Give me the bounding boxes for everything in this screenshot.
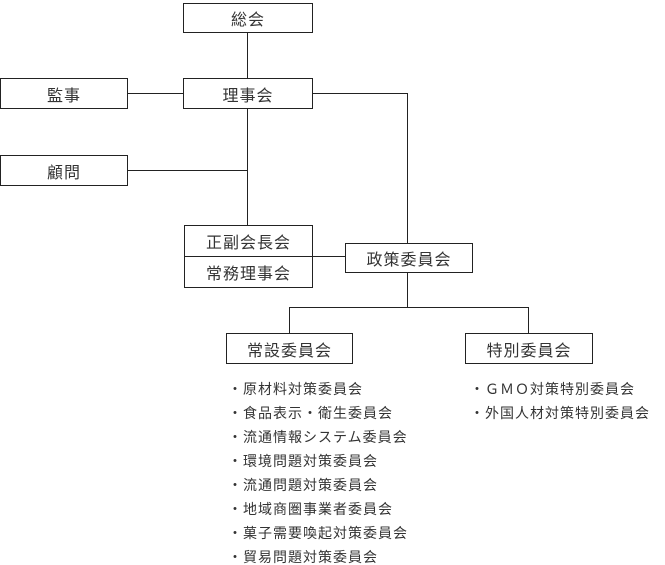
node-executive-directors-meeting: 常務理事会 [205, 266, 291, 283]
node-policy-committee: 政策委員会 [345, 243, 473, 273]
connector-advisors [128, 170, 248, 171]
list-item: ・食品表示・衛生委員会 [228, 405, 393, 421]
bullet: ・ [228, 429, 243, 445]
connector-general-meeting-to-board [247, 33, 248, 78]
connector-board-to-policy-horizontal [313, 93, 408, 94]
list-item: ・環境問題対策委員会 [228, 453, 378, 469]
bullet: ・ [228, 381, 243, 397]
list-item: ・原材料対策委員会 [228, 381, 363, 397]
bullet: ・ [228, 405, 243, 421]
connector-auditors-to-board [128, 93, 183, 94]
connector-board-to-policy-vertical [407, 93, 408, 243]
list-item: ・流通問題対策委員会 [228, 477, 378, 493]
bullet: ・ [470, 405, 485, 421]
bullet: ・ [228, 477, 243, 493]
list-item: ・流通情報システム委員会 [228, 429, 408, 445]
list-item: ・地域商圏事業者委員会 [228, 501, 393, 517]
list-item: ・ＧＭＯ対策特別委員会 [470, 381, 635, 397]
list-item: ・菓子需要喚起対策委員会 [228, 525, 408, 541]
node-president-vice-president-meeting: 正副会長会 [185, 226, 312, 257]
special-committees-list: ・ＧＭＯ対策特別委員会 ・外国人材対策特別委員会 [470, 377, 650, 425]
node-presidents-executive-stack: 正副会長会 常務理事会 [184, 225, 313, 288]
bullet: ・ [228, 453, 243, 469]
list-item: ・貿易問題対策委員会 [228, 549, 378, 565]
connector-split-horizontal [289, 307, 529, 308]
bullet: ・ [228, 525, 243, 541]
list-item: ・外国人材対策特別委員会 [470, 405, 650, 421]
node-standing-committees: 常設委員会 [226, 333, 353, 364]
connector-split-to-special [528, 308, 529, 333]
node-advisors: 顧問 [0, 155, 128, 186]
node-auditors: 監事 [0, 78, 128, 109]
standing-committees-list: ・原材料対策委員会 ・食品表示・衛生委員会 ・流通情報システム委員会 ・環境問題… [228, 377, 408, 565]
bullet: ・ [228, 501, 243, 517]
connector-policy-to-split [407, 273, 408, 307]
connector-board-to-presidents-meeting [247, 109, 248, 225]
node-special-committees: 特別委員会 [465, 333, 593, 364]
node-board-of-directors: 理事会 [183, 78, 313, 109]
connector-presidents-meeting-to-policy [313, 256, 345, 257]
bullet: ・ [228, 549, 243, 565]
connector-split-to-standing [289, 308, 290, 333]
node-general-meeting: 総会 [183, 3, 313, 33]
bullet: ・ [470, 381, 485, 397]
